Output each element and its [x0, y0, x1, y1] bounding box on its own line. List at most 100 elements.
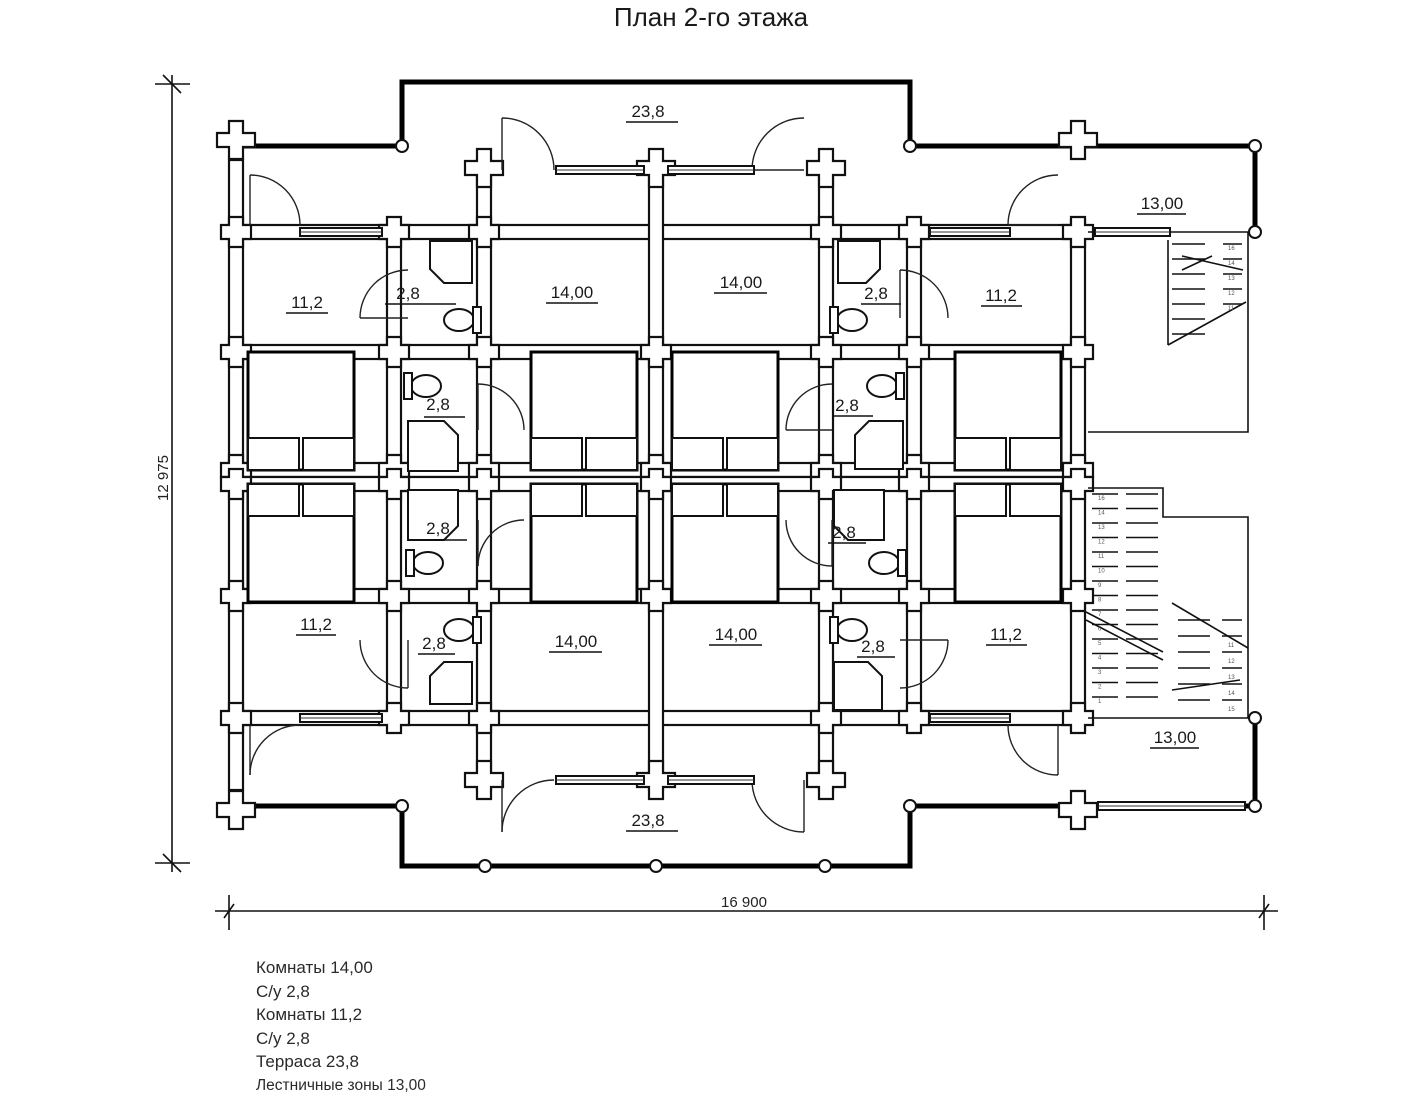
area-labels: 23,8 23,8 14,00 14,00 14,00 14,00 11,2 1… — [286, 102, 1199, 832]
windows — [299, 165, 1246, 811]
log-corner-joint — [1061, 335, 1095, 369]
door — [899, 269, 949, 319]
legend-item: Терраса 23,8 — [256, 1052, 360, 1071]
label-room-11-bl: 11,2 — [300, 615, 332, 634]
label-bath-5: 2,8 — [864, 284, 888, 303]
log-corner-joint — [377, 215, 411, 249]
doors — [249, 117, 1059, 833]
window — [667, 775, 755, 785]
door — [359, 639, 409, 689]
log-corner-joint — [219, 215, 253, 249]
label-room-11-tl: 11,2 — [291, 293, 323, 312]
stair-step-number: 15 — [1228, 707, 1235, 713]
window — [299, 713, 383, 723]
stair-step-number: 2 — [1098, 685, 1102, 691]
log-corner-joint — [639, 579, 673, 613]
log-corner-joint — [467, 701, 501, 735]
door — [501, 779, 555, 833]
pillow — [726, 483, 779, 517]
railing-post — [1248, 225, 1262, 239]
log-corner-joint — [377, 701, 411, 735]
door — [1007, 174, 1059, 226]
log-corner-joint — [897, 579, 931, 613]
log-corner-joint — [1061, 467, 1095, 501]
legend-item: Комнаты 11,2 — [256, 1005, 363, 1024]
log-corner-joint — [805, 759, 847, 801]
door — [477, 383, 525, 431]
toilet — [829, 306, 868, 334]
pillow — [1009, 437, 1062, 471]
log-corner-joint — [463, 759, 505, 801]
pillow — [302, 483, 355, 517]
window — [555, 165, 645, 175]
label-bath-7: 2,8 — [832, 523, 856, 542]
toilet — [403, 372, 442, 400]
label-room-14-bl: 14,00 — [555, 632, 598, 651]
pillow — [954, 483, 1007, 517]
log-corner-joint — [1061, 701, 1095, 735]
toilet — [443, 616, 482, 644]
pillow — [302, 437, 355, 471]
label-bath-4: 2,8 — [422, 634, 446, 653]
stair-step-number: 3 — [1098, 670, 1102, 676]
window — [555, 775, 645, 785]
shower-tray — [429, 240, 473, 284]
stair-step-number: 12 — [1228, 659, 1235, 665]
label-terrace-top: 23,8 — [631, 102, 664, 121]
log-corner-joint — [639, 335, 673, 369]
log-corner-joint — [463, 147, 505, 189]
pillow — [530, 483, 583, 517]
label-bath-8: 2,8 — [861, 637, 885, 656]
shower-tray — [833, 489, 885, 541]
legend-item: Комнаты 14,00 — [256, 958, 373, 977]
log-corner-joint — [635, 759, 677, 801]
log-corner-joint — [635, 147, 677, 189]
log-corner-joint — [1061, 579, 1095, 613]
bed — [529, 350, 639, 472]
stair-step-number: 7 — [1098, 612, 1102, 618]
stair-step-number: 14 — [1098, 511, 1105, 517]
plan-title: План 2-го этажа — [613, 2, 809, 32]
stair-step-number: 16 — [1098, 496, 1105, 502]
stair-step-number: 13 — [1228, 276, 1235, 282]
legend-item: С/у 2,8 — [256, 981, 310, 1001]
shower-tray — [429, 661, 473, 705]
pillow — [585, 483, 638, 517]
legend-item: С/у 2,8 — [256, 1028, 310, 1048]
bed — [246, 482, 356, 604]
stair-step-number: 4 — [1098, 656, 1102, 662]
window — [929, 713, 1011, 723]
pillow — [247, 483, 300, 517]
log-corner-joint — [805, 147, 847, 189]
label-bath-6: 2,8 — [835, 396, 859, 415]
railing-post — [1248, 139, 1262, 153]
window — [1097, 801, 1246, 811]
pillow — [585, 437, 638, 471]
door — [477, 519, 525, 567]
log-corner-joint — [467, 215, 501, 249]
door — [249, 174, 301, 226]
door — [785, 383, 833, 431]
label-terrace-bottom: 23,8 — [631, 811, 664, 830]
railing-post — [649, 859, 663, 873]
bed — [953, 350, 1063, 472]
label-bath-3: 2,8 — [426, 519, 450, 538]
stair-step-number: 11 — [1098, 554, 1105, 560]
door — [1007, 724, 1059, 776]
railing-post — [903, 799, 917, 813]
stair-step-number: 14 — [1228, 691, 1235, 697]
log-corner-joint — [897, 335, 931, 369]
stair-step-number: 6 — [1098, 627, 1102, 633]
label-room-14-tl: 14,00 — [551, 283, 594, 302]
pillow — [247, 437, 300, 471]
shower-tray — [407, 489, 459, 541]
stair-step-number: 14 — [1228, 261, 1235, 267]
log-corner-joint — [467, 467, 501, 501]
railing-post — [1248, 711, 1262, 725]
stair-step-number: 12 — [1228, 291, 1235, 297]
width-dimension-label: 16 900 — [721, 894, 767, 911]
log-corner-joint — [809, 335, 843, 369]
log-corner-joint — [219, 467, 253, 501]
